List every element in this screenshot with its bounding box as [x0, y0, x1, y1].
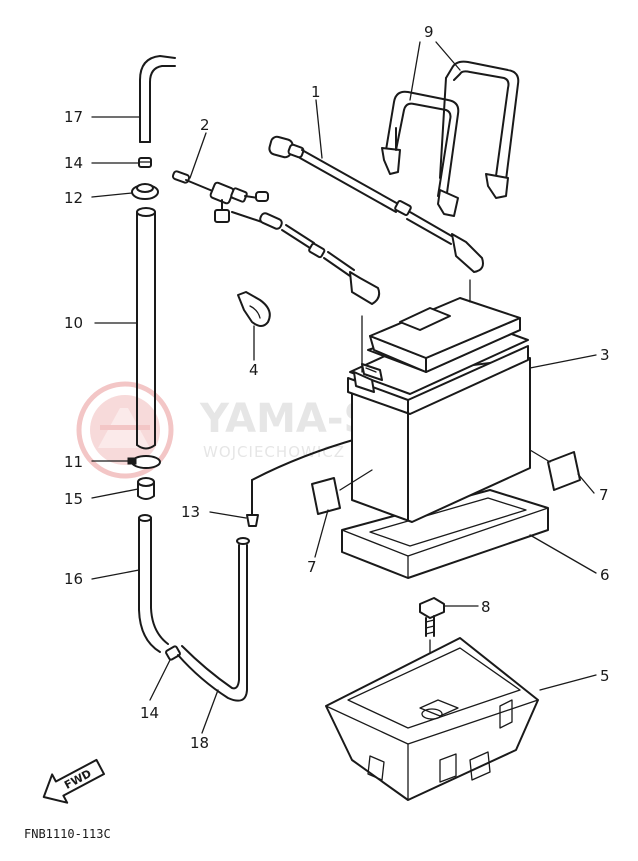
part-12-hose-joint [131, 183, 159, 200]
callout-2: 2 [200, 116, 210, 134]
callout-16: 16 [64, 570, 83, 588]
callout-13: 13 [181, 503, 200, 521]
part-17-breather-hose-top [139, 55, 176, 143]
part-1-positive-lead [268, 135, 484, 273]
callout-11: 11 [64, 453, 83, 471]
part-13-joint [246, 437, 361, 527]
part-10-breather-pipe [136, 207, 156, 450]
part-2-negative-lead [171, 170, 381, 305]
callout-7-right: 7 [599, 486, 609, 504]
callout-8: 8 [481, 598, 491, 616]
callout-17: 17 [64, 108, 83, 126]
fwd-arrow-icon: FWD [42, 758, 106, 804]
part-14-clip-lower [165, 645, 181, 661]
callout-7-left: 7 [307, 558, 317, 576]
part-7-pad-left [311, 469, 373, 515]
callout-3: 3 [600, 346, 610, 364]
part-15-joint [137, 477, 155, 500]
callout-9: 9 [424, 23, 434, 41]
part-3-battery [347, 279, 531, 523]
part-9-battery-band [381, 60, 520, 217]
part-11-clamp [127, 455, 161, 469]
part-18-overflow-hose [177, 537, 250, 702]
callout-6: 6 [600, 566, 610, 584]
leader-lines [91, 41, 597, 734]
figure-code: FNB1110-113C [24, 827, 111, 841]
callout-5: 5 [600, 667, 610, 685]
callout-18: 18 [190, 734, 209, 752]
part-7-pad-right [529, 449, 581, 491]
part-14-clip-top [138, 157, 152, 168]
callout-14-top: 14 [64, 154, 83, 172]
part-16-hose-lower [138, 514, 169, 653]
callout-12: 12 [64, 189, 83, 207]
callouts: 17 14 12 10 11 15 16 14 18 13 2 1 9 4 3 … [64, 23, 610, 752]
callout-4: 4 [249, 361, 259, 379]
callout-14-lower: 14 [140, 704, 159, 722]
callout-10: 10 [64, 314, 83, 332]
part-5-battery-box [325, 637, 539, 801]
part-4-clip [237, 291, 271, 327]
callout-15: 15 [64, 490, 83, 508]
part-6-battery-pad [341, 489, 549, 579]
callout-1: 1 [311, 83, 321, 101]
